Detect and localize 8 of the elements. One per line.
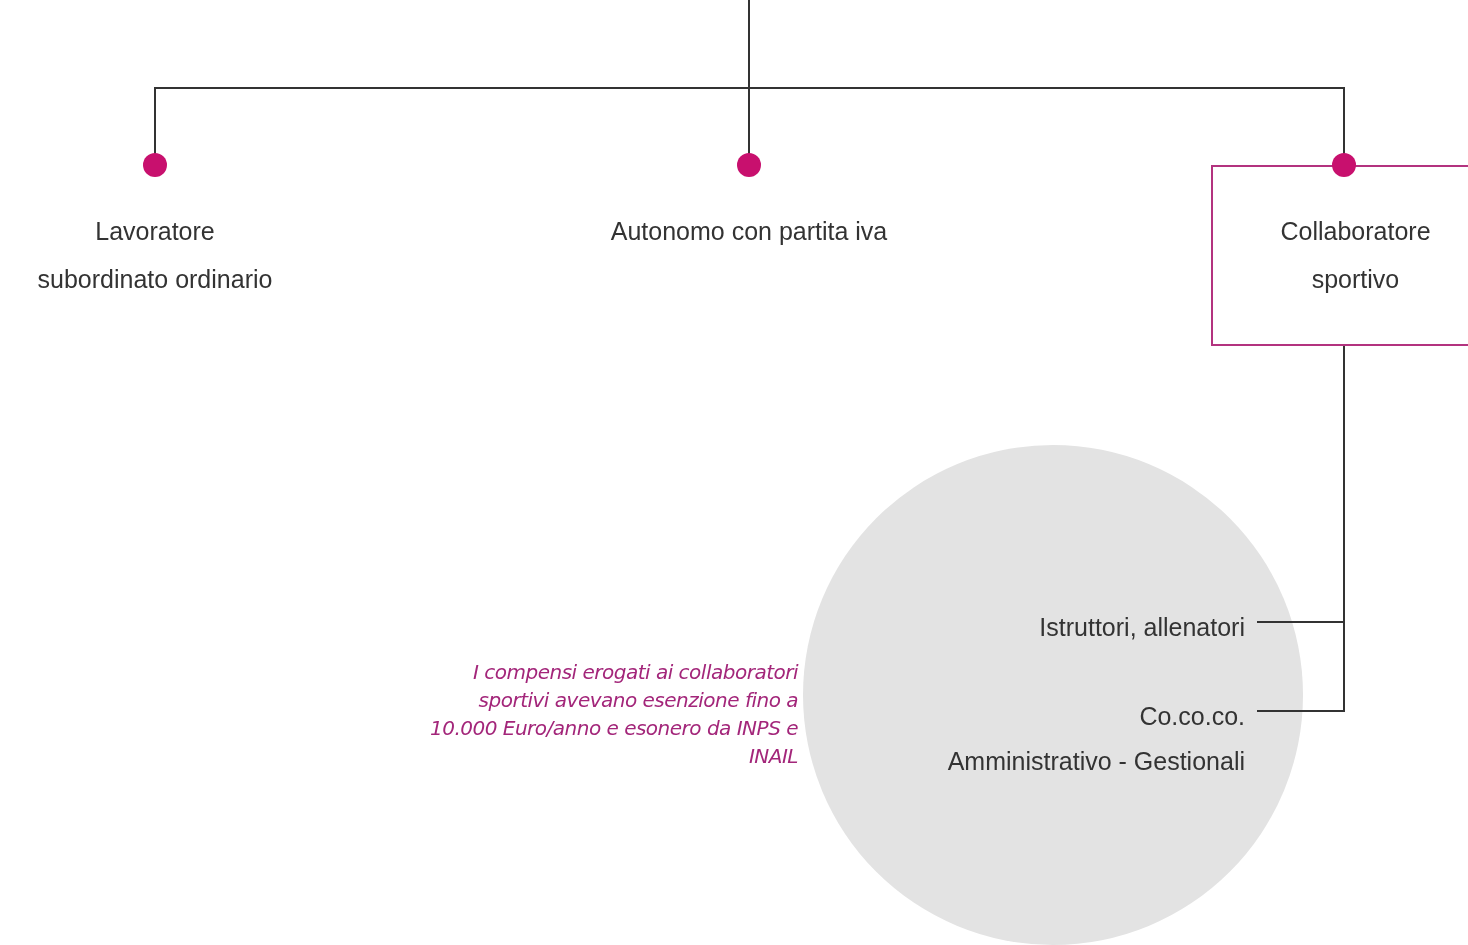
- category-label: Lavoratore subordinato ordinario: [5, 165, 305, 295]
- role-label: Co.co.co.: [1003, 692, 1257, 730]
- note-text: I compensi erogati ai collaboratori sportivi avevano esenzione fino a 10.000 Euro/anno e esonero da INPS e INAIL: [428, 659, 798, 770]
- category-box: Collaboratore sportivo: [1211, 165, 1468, 346]
- role-label: Istruttori, allenatori: [1003, 603, 1257, 641]
- connector-line: [748, 0, 1356, 177]
- category-label: Autonomo con partita iva: [599, 165, 899, 295]
- role-label: Amministrativo - Gestionali: [853, 737, 1257, 775]
